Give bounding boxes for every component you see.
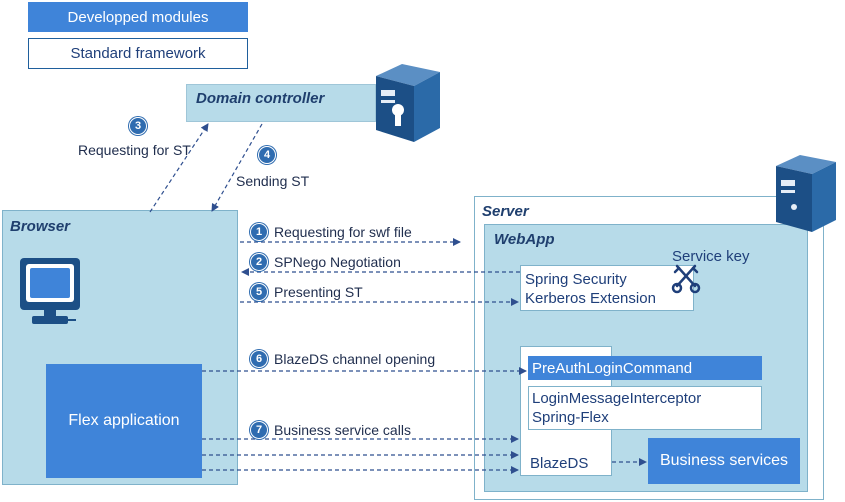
login-message-line-1: LoginMessageInterceptor (532, 390, 702, 407)
arrow-step-4 (211, 123, 263, 212)
legend-developed-modules: Developped modules (28, 2, 248, 32)
step-badge-7: 7 (250, 421, 268, 439)
step-label-4: Sending ST (236, 173, 310, 189)
monitor-icon (20, 258, 80, 324)
key-icon (671, 264, 701, 294)
domain-controller-box (186, 84, 376, 122)
step-badge-2: 2 (250, 253, 268, 271)
step-badge-3: 3 (129, 117, 147, 135)
login-message-line-2: Spring-Flex (532, 409, 609, 426)
step-badge-1: 1 (250, 223, 268, 241)
legend-standard-framework: Standard framework (28, 38, 248, 69)
step-badge-6: 6 (250, 350, 268, 368)
step-label-2: SPNego Negotiation (274, 254, 401, 270)
flex-application-box: Flex application (46, 364, 202, 478)
spring-security-line-2: Kerberos Extension (525, 290, 656, 307)
step-label-5: Presenting ST (274, 284, 363, 300)
arrow-step-3 (149, 123, 209, 213)
server-icon (376, 64, 440, 142)
login-message-interceptor-box: LoginMessageInterceptor Spring-Flex (528, 386, 762, 430)
webapp-label: WebApp (494, 231, 555, 248)
step-label-7: Business service calls (274, 422, 411, 438)
browser-label: Browser (10, 218, 71, 235)
step-badge-4: 4 (258, 146, 276, 164)
server-icon (776, 155, 836, 232)
step-label-6: BlazeDS channel opening (274, 351, 436, 367)
business-services-box: Business services (648, 438, 800, 484)
server-label: Server (482, 203, 529, 220)
spring-security-line-1: Spring Security (525, 271, 627, 288)
domain-controller-label: Domain controller (196, 90, 325, 107)
step-label-3: Requesting for ST (78, 142, 191, 158)
preauth-login-command-box: PreAuthLoginCommand (528, 356, 762, 380)
blazeds-label: BlazeDS (530, 455, 589, 472)
step-badge-5: 5 (250, 283, 268, 301)
spring-security-kerberos-box: Spring Security Kerberos Extension (520, 265, 694, 311)
step-label-1: Requesting for swf file (274, 224, 412, 240)
service-key-label: Service key (672, 248, 750, 265)
